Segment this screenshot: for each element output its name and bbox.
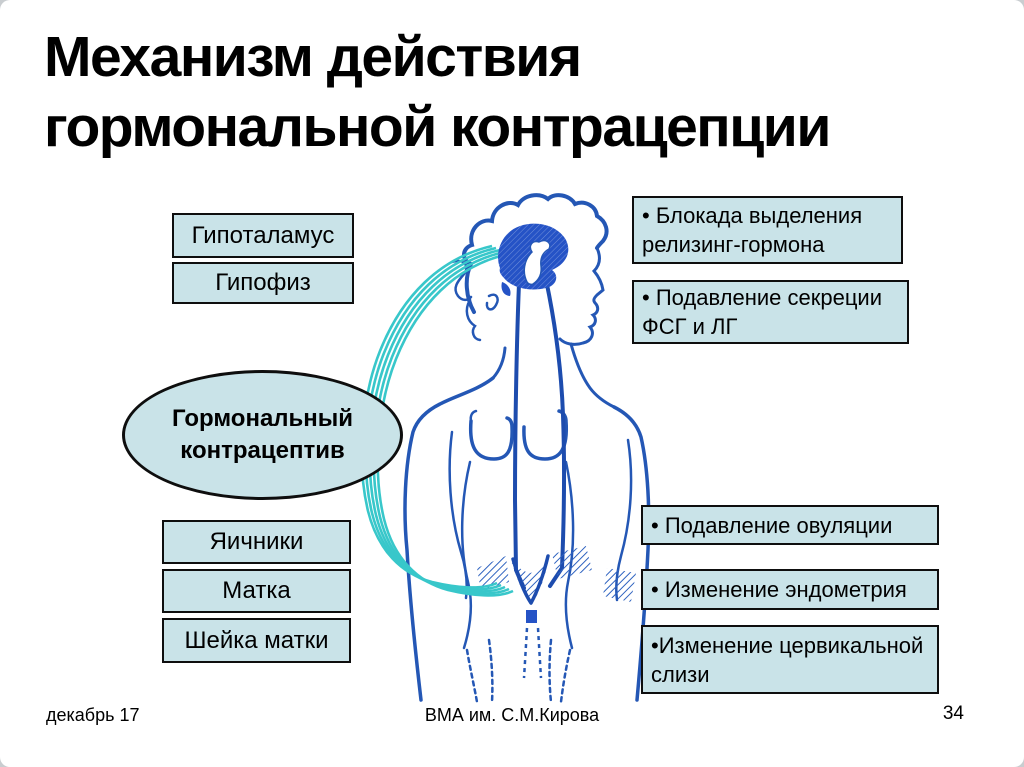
hormone-pathway-arc (360, 244, 514, 597)
footer-page-number: 34 (942, 703, 964, 724)
effect-box-releasing-hormone: • Блокада выделения релизинг-гормона (632, 196, 903, 264)
pituitary-shape (523, 239, 551, 286)
footer-date: декабрь 17 (46, 705, 140, 725)
page-title-line1: Механизм действия (44, 25, 582, 89)
pituitary-box: Гипофиз (172, 262, 354, 304)
uterus-shape (477, 546, 636, 679)
ellipse-label-line2: контрацептив (180, 437, 345, 464)
ovaries-box: Яичники (162, 520, 351, 564)
effect-cervical-mucus-label: •Изменение цервикальной слизи (651, 632, 924, 687)
effect-endometrium-label: • Изменение эндометрия (651, 577, 907, 602)
brain-shape (498, 223, 569, 296)
uterus-box: Матка (162, 569, 351, 613)
hypothalamus-label: Гипоталамус (191, 221, 335, 249)
uterus-label: Матка (222, 577, 291, 604)
female-body-illustration (360, 193, 651, 704)
effect-ovulation-label: • Подавление овуляции (651, 512, 893, 538)
neural-beam-lines (512, 260, 567, 590)
effect-box-cervical-mucus: •Изменение цервикальной слизи (641, 625, 939, 694)
cervix-label: Шейка матки (184, 626, 329, 654)
effect-box-ovulation: • Подавление овуляции (641, 505, 939, 545)
hormonal-contraceptive-ellipse: Гормональный контрацептив (122, 370, 403, 500)
ellipse-label-line1: Гормональный (171, 405, 354, 432)
effect-box-fsh-lh: • Подавление секреции ФСГ и ЛГ (632, 280, 909, 344)
page-title-line2: гормональной контрацепции (44, 95, 831, 159)
effect-box-endometrium: • Изменение эндометрия (641, 569, 939, 610)
footer-organization: ВМА им. С.М.Кирова (424, 705, 600, 725)
ovaries-label: Яичники (209, 528, 304, 555)
effect-fsh-lh-label: • Подавление секреции ФСГ и ЛГ (642, 285, 883, 339)
effect-releasing-hormone-label: • Блокада выделения релизинг-гормона (642, 203, 863, 257)
hypothalamus-box: Гипоталамус (172, 213, 354, 258)
pituitary-label: Гипофиз (215, 269, 311, 296)
cervix-box: Шейка матки (162, 618, 351, 663)
page-title: Механизм действия гормональной контрацеп… (44, 22, 831, 162)
